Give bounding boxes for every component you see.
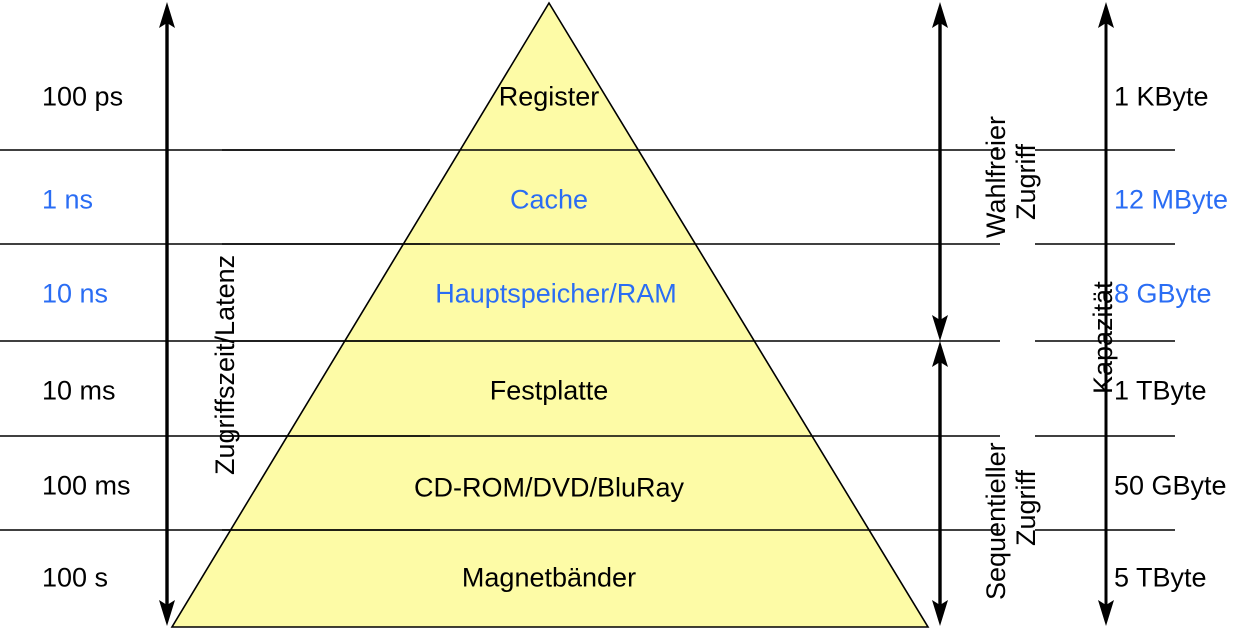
arrowhead-down: [1098, 600, 1114, 626]
latency-label-harddisk: 10 ms: [42, 375, 116, 406]
arrowhead-up: [932, 2, 948, 28]
capacity-axis-label: Kapazität: [1088, 281, 1118, 394]
tier-label-cache: Cache: [509, 184, 589, 215]
capacity-label-ram: 8 GByte: [1114, 278, 1212, 309]
tier-label-tape: Magnetbänder: [461, 562, 637, 593]
tier-label-optical: CD-ROM/DVD/BluRay: [413, 472, 685, 503]
capacity-label-harddisk: 1 TByte: [1114, 375, 1207, 406]
capacity-axis-arrow: [1098, 2, 1114, 626]
arrowhead-up: [159, 2, 175, 28]
gridlines-middle: [222, 149, 1000, 531]
sequential-access-arrow: [932, 341, 948, 626]
arrowhead-down: [932, 315, 948, 341]
arrowhead-up: [932, 341, 948, 367]
arrowhead-down: [932, 600, 948, 626]
capacity-label-optical: 50 GByte: [1114, 470, 1227, 501]
sequential-access-label-line1: Sequentieller: [981, 442, 1011, 600]
random-access-arrow: [932, 2, 948, 341]
access-time-axis-arrow: [159, 2, 175, 626]
random-access-label-line1: Wahlfreier: [981, 115, 1011, 238]
capacity-label-cache: 12 MByte: [1114, 184, 1229, 215]
tier-label-ram: Hauptspeicher/RAM: [435, 278, 677, 309]
random-access-label-line2: Zugriff: [1011, 143, 1041, 220]
latency-label-tape: 100 s: [42, 562, 109, 593]
capacity-label-tape: 5 TByte: [1114, 562, 1207, 593]
sequential-access-label-line2: Zugriff: [1011, 469, 1041, 546]
gridlines-left: [0, 149, 430, 531]
access-time-axis-label: Zugriffszeit/Latenz: [210, 254, 240, 475]
arrowhead-up: [1098, 2, 1114, 28]
capacity-label-register: 1 KByte: [1114, 81, 1209, 112]
pyramid-shape: [170, 1, 930, 628]
latency-label-optical: 100 ms: [42, 470, 131, 501]
latency-label-cache: 1 ns: [42, 184, 94, 215]
arrowhead-down: [159, 600, 175, 626]
tier-label-harddisk: Festplatte: [489, 375, 609, 406]
tier-label-register: Register: [498, 81, 600, 112]
latency-label-register: 100 ps: [42, 81, 124, 112]
latency-label-ram: 10 ns: [42, 278, 109, 309]
